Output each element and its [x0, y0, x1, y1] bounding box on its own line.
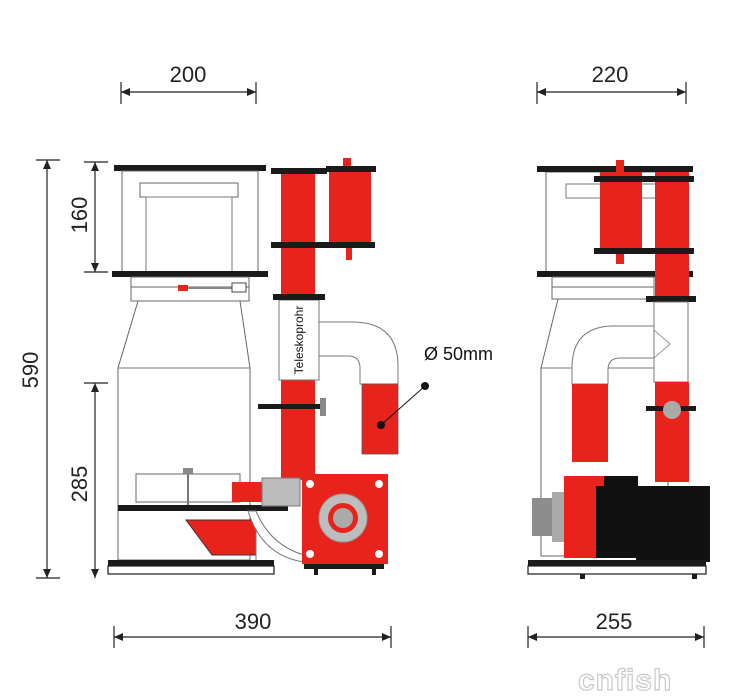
dim-text-front-width: 200 [170, 62, 207, 87]
dim-text-front-base: 390 [235, 609, 272, 634]
front-cup-top-flange [114, 165, 266, 171]
side-view [527, 160, 710, 579]
front-base-plate [108, 560, 274, 566]
dim-text-side-width: 220 [592, 62, 629, 87]
dim-text-side-base: 255 [596, 609, 633, 634]
side-red-riser [655, 172, 689, 302]
front-red-outlet [361, 383, 399, 455]
side-base-plate [528, 560, 706, 566]
dimension-lines [36, 82, 705, 648]
pipe-diameter-label: Ø 50mm [424, 344, 493, 364]
front-view [107, 158, 429, 575]
front-cup-bottom-flange [112, 271, 268, 277]
side-red-cup-pipe [600, 172, 642, 250]
dim-text-lower-height: 285 [67, 466, 92, 503]
side-cup-top-flange [537, 166, 693, 172]
watermark: cnfish [578, 664, 672, 697]
dim-text-upper-height: 160 [67, 197, 92, 234]
dim-text-total-height: 590 [18, 352, 43, 389]
side-pump-motor [604, 476, 638, 558]
leader-line [380, 385, 426, 426]
side-red-outlet [572, 384, 608, 462]
telescope-tube [278, 299, 320, 381]
telescope-label: Teleskoprohr [292, 306, 306, 375]
